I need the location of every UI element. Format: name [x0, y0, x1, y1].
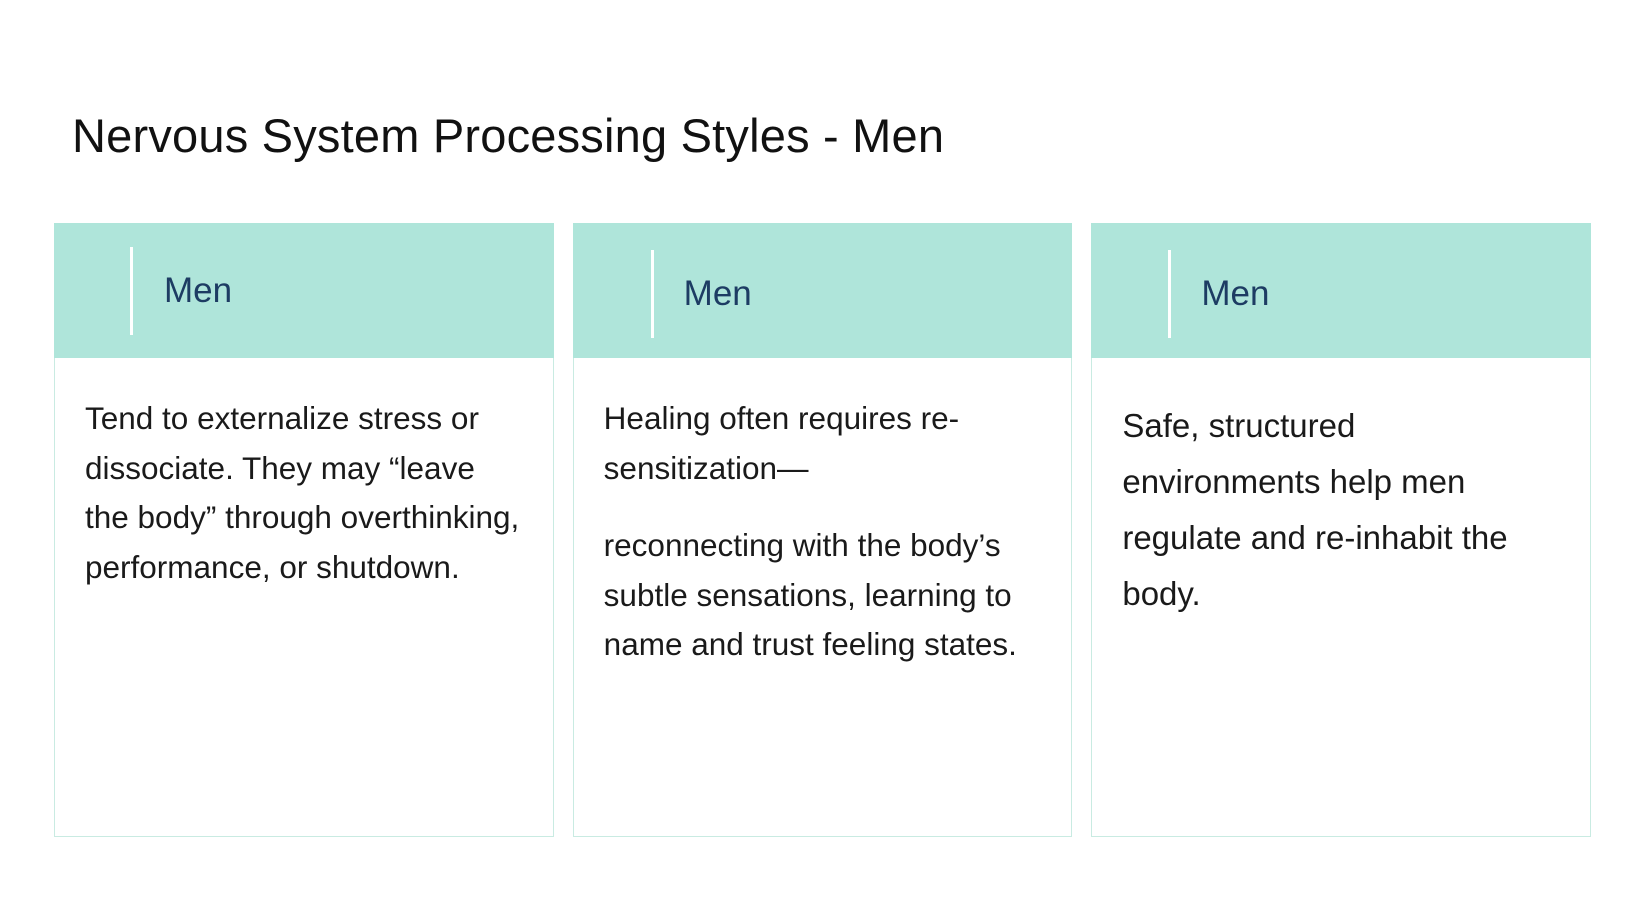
card-2-header-label: Men [683, 273, 752, 313]
card-1-header: Men [54, 223, 554, 358]
card-2-body: Healing often requires re-sensitization—… [572, 358, 1073, 837]
vertical-accent-rule-icon [650, 249, 654, 338]
card-1-paragraph-1: Tend to externalize stress or dissociate… [85, 400, 520, 585]
card-3-body: Safe, structured environments help men r… [1091, 358, 1592, 837]
card-2-header: Men [572, 223, 1073, 358]
card-1-header-label: Men [164, 270, 233, 310]
card-3-paragraph-1: Safe, structured environments help men r… [1122, 407, 1508, 612]
card-grid: Men Tend to externalize stress or dissoc… [54, 223, 1592, 837]
vertical-accent-rule-icon [1168, 249, 1172, 338]
vertical-accent-rule-icon [130, 246, 133, 335]
card-1-body: Tend to externalize stress or dissociate… [54, 358, 554, 837]
card-2-paragraph-2: reconnecting with the body’s subtle sens… [603, 527, 1017, 662]
card-3-header: Men [1091, 223, 1592, 358]
page-title: Nervous System Processing Styles - Men [72, 109, 945, 163]
card-2-paragraph-1: Healing often requires re-sensitization— [603, 400, 960, 486]
card-1: Men Tend to externalize stress or dissoc… [54, 223, 554, 837]
card-3-header-label: Men [1201, 273, 1270, 313]
card-3: Men Safe, structured environments help m… [1091, 223, 1592, 837]
card-2: Men Healing often requires re-sensitizat… [572, 223, 1073, 837]
